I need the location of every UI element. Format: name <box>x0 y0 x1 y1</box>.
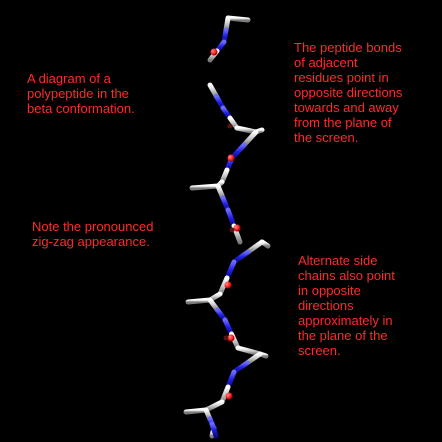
oxygen-atom-1 <box>227 154 235 162</box>
oxygen-back-atom-2 <box>223 335 229 341</box>
c-ca-bond-1 <box>234 125 259 135</box>
terminal-n-bond <box>209 421 219 439</box>
oxygen-atom-4 <box>227 334 235 342</box>
caption-beta-conformation: A diagram of a polypeptide in the beta c… <box>27 71 135 116</box>
ca-n-bond-2-b <box>229 142 247 161</box>
n-c-bond-6-b <box>219 384 231 405</box>
ca-n-bond-4-a <box>245 239 265 255</box>
side-chain-bond-3 <box>189 183 221 191</box>
n-c-bond-4-a <box>224 259 237 281</box>
n-c-bond-6-a <box>225 369 237 390</box>
n-c-bond-5-a <box>222 317 234 337</box>
caption-peptide-bonds: The peptide bonds of adjacent residues p… <box>294 40 403 145</box>
side-chain-bond-7 <box>183 407 209 415</box>
ca-n-bond-2-a <box>241 129 259 148</box>
oxygen-back-atom-1 <box>229 227 235 233</box>
side-chain-bond-0 <box>225 15 251 23</box>
ca-n-bond-6-a <box>244 351 263 366</box>
caption-zig-zag: Note the pronounced zig-zag appearance. <box>32 219 154 249</box>
ca-n-bond-4-b <box>231 249 251 265</box>
c-ca-bond-5 <box>235 345 263 357</box>
oxygen-atom-5 <box>225 392 233 400</box>
n-c-bond-3-a <box>225 207 237 229</box>
side-chain-bond-5 <box>185 297 213 305</box>
oxygen-back-atom-0 <box>227 123 233 129</box>
ca-n-bond-6-b <box>231 360 250 375</box>
caption-side-chains: Alternate side chains also point in oppo… <box>298 253 395 358</box>
oxygen-atom-3 <box>224 281 232 289</box>
oxygen-atom-0 <box>210 48 218 56</box>
n-c-bond-4-b <box>217 275 230 297</box>
c-ca-bond-6 <box>203 399 225 413</box>
oxygen-atom-2 <box>233 224 241 232</box>
